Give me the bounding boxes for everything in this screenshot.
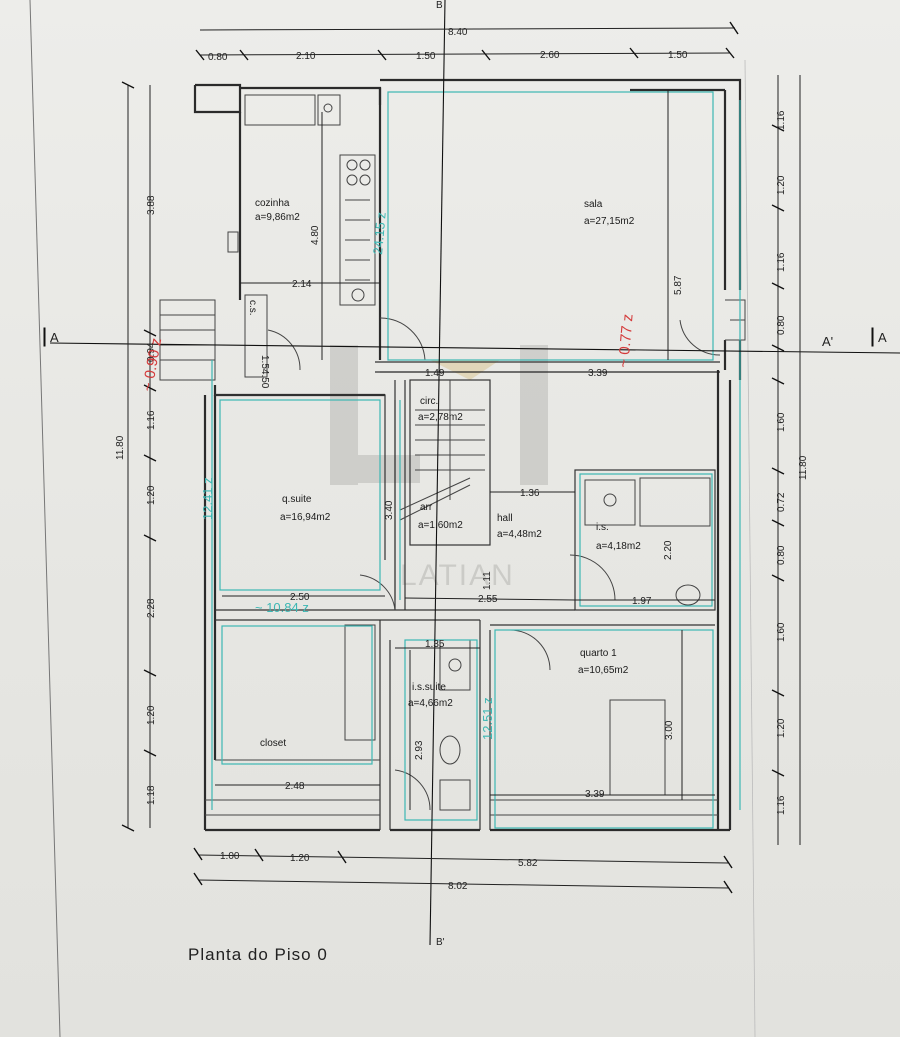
room-cozinha-area: a=9,86m2 [255,212,300,223]
left-entrance [159,294,426,381]
dim-top-0: 0.80 [208,52,228,63]
room-issuite-area: a=4,66m2 [408,698,453,709]
dim-right-total: 11.80 [798,455,809,480]
exterior-walls [193,78,742,832]
dim-circ-w: 1.49 [425,368,445,379]
dim-suite-h: 3.40 [384,500,395,520]
room-hall-name: hall [497,513,513,524]
dim-left-2: 1.16 [146,410,157,430]
dim-bottom-total: 8.02 [448,881,468,892]
room-is-area: a=4,18m2 [596,541,641,552]
dim-right-4: 1.60 [776,412,787,432]
dim-right-9: 1.16 [776,795,787,815]
dim-right-1: 1.20 [776,175,787,195]
cyan-overlay [211,91,741,829]
room-sala-name: sala [584,199,603,210]
room-arr-area: a=1,60m2 [418,520,463,531]
cyan-label-d: 12.51 z [480,697,495,740]
dim-right-2: 1.16 [776,252,787,272]
dim-top-3: 2.60 [540,50,560,61]
dim-hall-h: 1.11 [482,571,493,590]
dim-right-6: 0.80 [776,545,787,565]
cyan-label-b: 12.41 z [200,477,215,520]
dim-left-3: 1.20 [146,485,157,505]
dim-left-6: 1.18 [146,785,157,805]
dim-issuite-w: 1.35 [425,639,445,650]
dim-right-7: 1.60 [776,622,787,642]
dim-top-2: 1.50 [416,51,436,62]
room-cs-name: c.s. [247,300,258,316]
room-quarto1-name: quarto 1 [580,648,617,659]
section-marker-bottom: B' [436,937,445,948]
dim-left-total: 11.80 [115,435,126,460]
dim-bottom-1: 1.20 [290,853,310,864]
section-marker-right-inner: A' [822,334,833,349]
room-sala-area: a=27,15m2 [584,216,635,227]
sheet-border-right [744,59,756,1037]
inner-dimension-lines [215,90,720,810]
room-qsuite-name: q.suite [282,494,312,505]
door-arcs [359,299,746,811]
kitchen-fixtures [227,94,376,306]
dim-right-0: 1.16 [776,110,787,130]
sheet-border-left [29,0,61,1037]
dim-suite-w: 2.50 [290,592,310,603]
room-quarto1-area: a=10,65m2 [578,665,629,676]
room-closet-name: closet [260,738,286,749]
section-marker-top: B [436,0,443,11]
dim-issuite-h: 2.93 [414,740,425,760]
dim-hall-w: 1.36 [520,488,540,499]
top-dimensions [195,21,739,61]
dim-right-3: 0.80 [776,315,787,335]
dim-is-w: 1.97 [632,596,652,607]
dim-right-8: 1.20 [776,718,787,738]
room-cozinha-name: cozinha [255,198,290,209]
level-center: ~ 0.77 z [615,313,637,368]
cyan-label-a: ~ 10.84 z [255,600,309,615]
dim-left-4: 2.28 [146,598,157,618]
dim-is-h: 2.20 [663,540,674,560]
dim-left-1: 0.94 [146,342,157,362]
section-axes [43,0,900,946]
section-marker-right-outer: A [878,330,887,345]
plan-title: Planta do Piso 0 [188,945,328,964]
dim-top-total: 8.40 [448,27,468,38]
room-circ-name: circ. [420,396,438,407]
cyan-label-c: 24.15 z [370,211,389,255]
room-issuite-name: i.s.suite [412,682,446,693]
room-hall-area: a=4,48m2 [497,529,542,540]
dim-q1-w: 3.39 [585,789,605,800]
dim-left-0: 3.88 [146,195,157,215]
dim-q1-h: 3.00 [664,720,675,740]
bottom-dimensions [193,847,733,894]
level-left: ~ 0.90 z [139,337,165,393]
dim-bottom-2: 5.82 [518,858,538,869]
room-arr-name: arr [420,502,433,513]
watermark-text: LATIAN [400,559,515,592]
section-marker-left: A [50,330,59,345]
dim-closet-w: 2.48 [285,781,305,792]
left-dimensions [121,81,157,832]
dim-kitchen-h: 4.80 [310,225,321,245]
dim-right-5: 0.72 [776,492,787,512]
dim-cs: 1.54.50 [259,355,270,389]
room-circ-area: a=2,78m2 [418,412,463,423]
right-dimensions [771,75,801,845]
dim-top-4: 1.50 [668,50,688,61]
dim-hall-w2: 2.55 [478,594,498,605]
room-qsuite-area: a=16,94m2 [280,512,331,523]
dim-top-1: 2.10 [296,51,316,62]
dim-sala-h: 5.87 [673,275,684,295]
room-is-name: i.s. [596,522,609,533]
dim-sala-w: 3.39 [588,368,608,379]
dim-bottom-0: 1.00 [220,851,240,862]
dim-kitchen-w: 2.14 [292,279,312,290]
dim-left-5: 1.20 [146,705,157,725]
